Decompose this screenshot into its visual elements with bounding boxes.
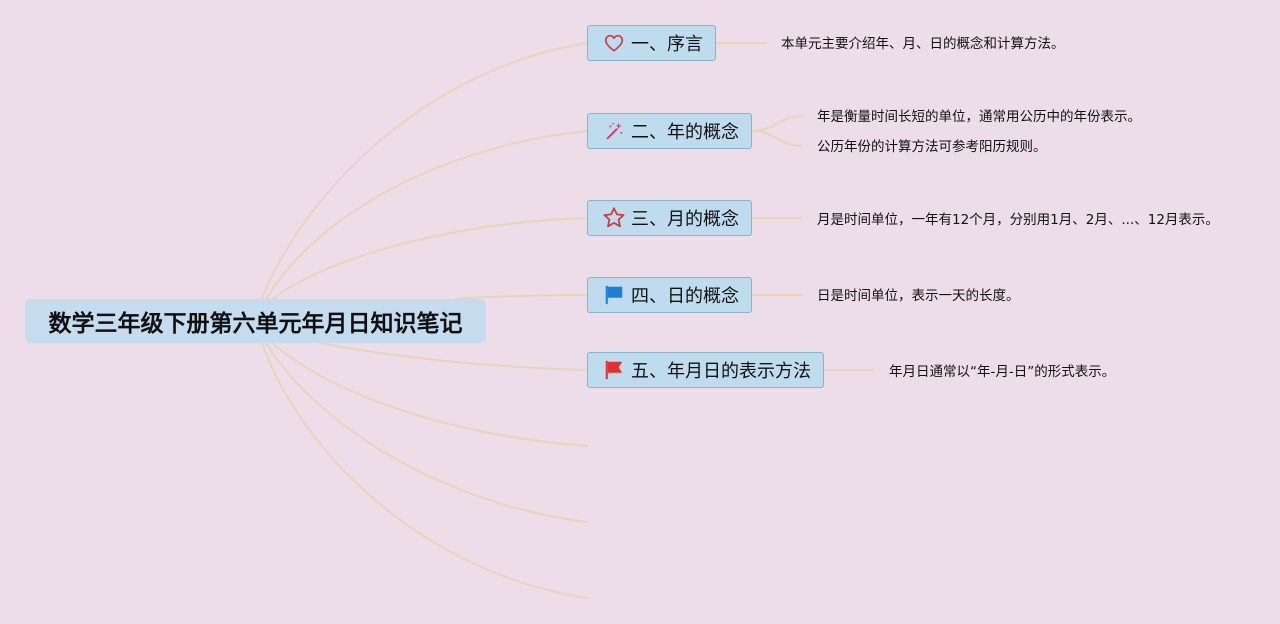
topic-label: 一、序言 xyxy=(631,34,703,55)
topic-year-concept[interactable]: 二、年的概念 xyxy=(587,113,752,149)
note-day-concept: 日是时间单位，表示一天的长度。 xyxy=(817,288,1020,304)
star-icon xyxy=(602,206,626,230)
connector-root-topic-4 xyxy=(454,294,588,300)
note-date-format: 年月日通常以“年-月-日”的形式表示。 xyxy=(889,364,1116,380)
connector-root-topic-1 xyxy=(261,42,588,300)
topic-month-concept[interactable]: 三、月的概念 xyxy=(587,200,752,236)
magic-wand-icon xyxy=(602,119,626,143)
connector-root-topic-5 xyxy=(319,342,588,371)
heart-icon xyxy=(602,31,626,55)
topic-day-concept[interactable]: 四、日的概念 xyxy=(587,277,752,313)
note-preface: 本单元主要介绍年、月、日的概念和计算方法。 xyxy=(781,36,1065,52)
note-year-concept-2: 公历年份的计算方法可参考阳历规则。 xyxy=(817,139,1047,155)
connector-root-topic-3 xyxy=(271,217,588,300)
topic-date-format[interactable]: 五、年月日的表示方法 xyxy=(587,352,824,388)
topic-label: 三、月的概念 xyxy=(631,209,739,230)
connector-topic-2-note-1 xyxy=(751,115,803,132)
central-topic[interactable]: 数学三年级下册第六单元年月日知识笔记 xyxy=(25,299,486,343)
connector-root-empty-3 xyxy=(261,342,588,599)
note-month-concept: 月是时间单位，一年有12个月，分别用1月、2月、...、12月表示。 xyxy=(817,212,1219,228)
topic-label: 五、年月日的表示方法 xyxy=(631,361,811,382)
connector-root-topic-2 xyxy=(265,130,588,300)
connector-root-empty-2 xyxy=(265,342,588,523)
note-year-concept-1: 年是衡量时间长短的单位，通常用公历中的年份表示。 xyxy=(817,109,1141,125)
topic-label: 二、年的概念 xyxy=(631,122,739,143)
red-flag-icon xyxy=(602,358,626,382)
connector-root-empty-1 xyxy=(271,342,588,447)
topic-preface[interactable]: 一、序言 xyxy=(587,25,716,61)
connector-topic-2-note-2 xyxy=(751,130,803,147)
blue-flag-icon xyxy=(602,283,626,307)
topic-label: 四、日的概念 xyxy=(631,286,739,307)
